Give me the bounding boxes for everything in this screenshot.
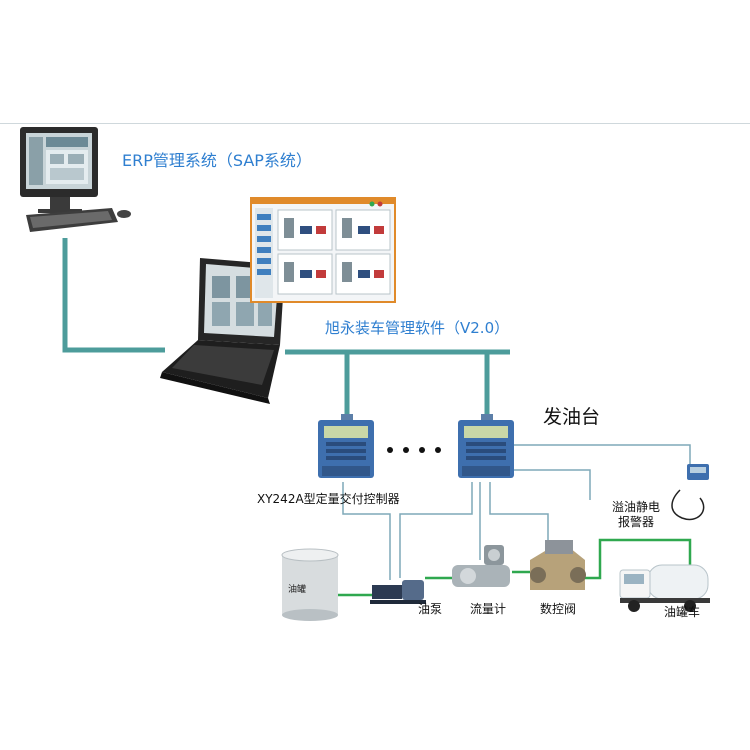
valve-truck-pipe: [585, 538, 692, 580]
erp-system-label: ERP管理系统（SAP系统）: [122, 151, 312, 170]
erp-computer: [20, 127, 131, 232]
alarm-signal: [505, 444, 691, 470]
loading-software-label: 旭永装车管理软件（V2.0）: [325, 319, 510, 337]
alarm-link: [500, 469, 591, 500]
flow-meter-label: 流量计: [470, 602, 507, 616]
pump-label: 油泵: [418, 602, 443, 616]
loading-platform-label: 发油台: [543, 406, 601, 428]
software-window: [250, 197, 396, 303]
network-lines: [62, 238, 510, 422]
controller-unit-1: [318, 414, 374, 478]
alarm-label: 溢油静电 报警器: [612, 500, 661, 529]
oil-tank: [281, 548, 339, 621]
pipes: [338, 538, 692, 597]
controller-unit-2: [458, 414, 514, 478]
erp-network-line: [62, 238, 165, 353]
flow-meter: [452, 545, 510, 587]
valve-label: 数控阀: [540, 602, 577, 616]
ellipsis-dots: [387, 447, 441, 453]
oil-pump: [370, 580, 426, 604]
laptop: [160, 258, 285, 404]
tanker-label: 油罐车: [664, 605, 701, 619]
tanker-truck: [619, 564, 710, 612]
signal-lines: [342, 444, 691, 580]
alarm-device: [671, 464, 709, 521]
controller-label: XY242A型定量交付控制器: [257, 492, 400, 506]
controller1-signal: [342, 482, 391, 580]
pump-signal: [399, 482, 473, 578]
valve-signal: [489, 482, 549, 548]
control-valve: [530, 540, 586, 590]
diagram-panel: [0, 123, 750, 624]
tank-label: 油罐: [288, 585, 307, 595]
